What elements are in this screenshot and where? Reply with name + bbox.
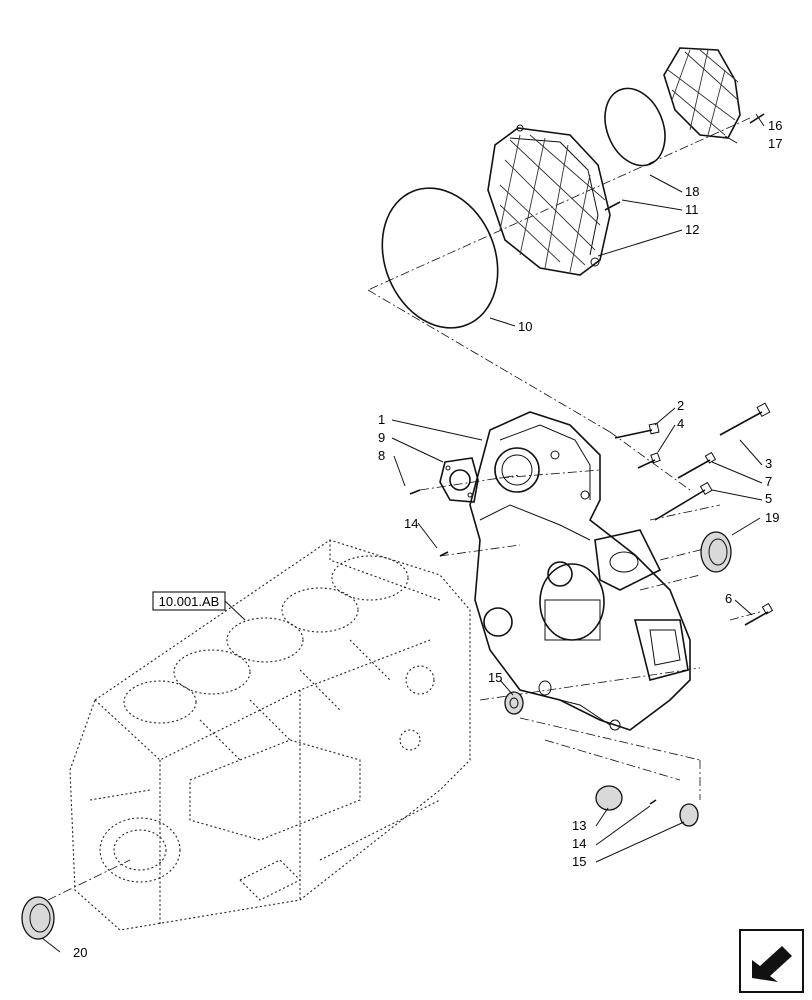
seal-19	[700, 531, 732, 573]
callout-15-lower: 15	[572, 854, 586, 869]
callout-18: 18	[685, 184, 699, 199]
adapter-plate	[439, 457, 479, 503]
callout-3: 3	[765, 456, 772, 471]
seal-20	[21, 896, 55, 940]
callout-7: 7	[765, 474, 772, 489]
reference-box-label: 10.001.AB	[159, 594, 220, 609]
callout-17: 17	[768, 136, 782, 151]
callout-13: 13	[572, 818, 586, 833]
reference-box[interactable]: 10.001.AB	[152, 591, 226, 611]
callout-19: 19	[765, 510, 779, 525]
callout-9: 9	[378, 430, 385, 445]
callout-8: 8	[378, 448, 385, 463]
callout-6: 6	[725, 591, 732, 606]
bolts	[409, 113, 774, 805]
small-ring	[538, 680, 552, 696]
callout-16: 16	[768, 118, 782, 133]
callout-1: 1	[378, 412, 385, 427]
cover-plate-mesh	[487, 124, 611, 276]
plug-13	[595, 785, 623, 811]
engine-block-ghost	[69, 539, 471, 931]
callout-15-upper: 15	[488, 670, 502, 685]
callout-labels: 1 9 8 14 2 4 3 7 5 19 6 10 12 11 18 17 1…	[73, 118, 782, 960]
plug-15-upper	[504, 691, 524, 715]
next-page-arrow-icon[interactable]	[739, 929, 804, 993]
plug-15-lower	[679, 803, 699, 827]
callout-20: 20	[73, 945, 87, 960]
callout-11: 11	[685, 202, 699, 217]
callout-14-upper: 14	[404, 516, 418, 531]
callout-2: 2	[677, 398, 684, 413]
o-ring-large	[381, 187, 499, 329]
callout-5: 5	[765, 491, 772, 506]
assembly-axes	[47, 117, 761, 901]
leader-lines	[41, 113, 765, 953]
callout-12: 12	[685, 222, 699, 237]
o-ring-medium	[604, 87, 666, 167]
callout-4: 4	[677, 416, 684, 431]
callout-14-lower: 14	[572, 836, 586, 851]
small-mesh-cover	[663, 47, 741, 139]
callout-10: 10	[518, 319, 532, 334]
front-cover-housing	[469, 411, 691, 731]
